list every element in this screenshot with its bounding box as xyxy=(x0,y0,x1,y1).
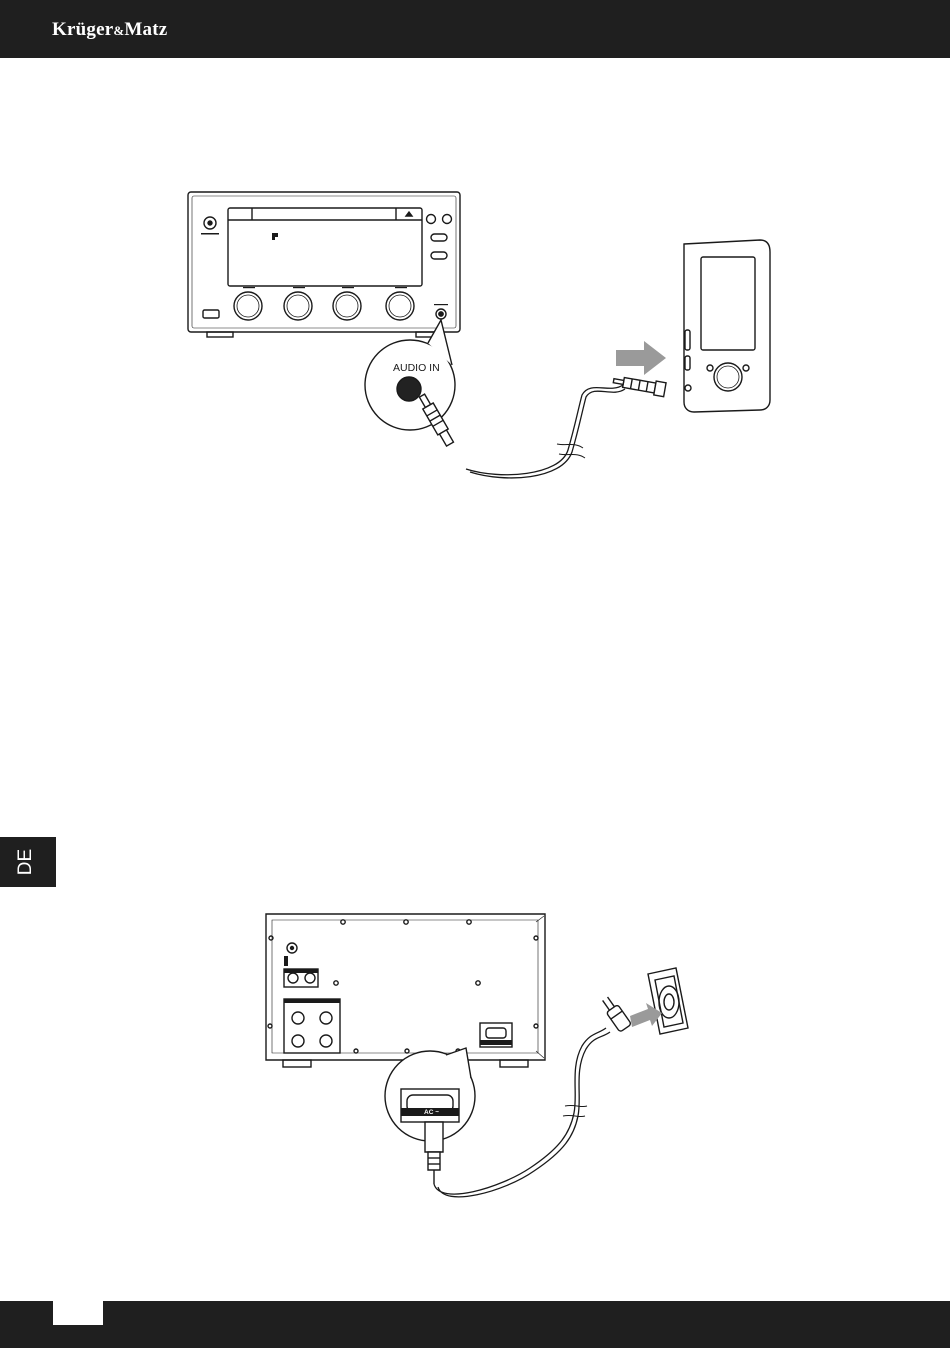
audio-in-callout-label: AUDIO IN xyxy=(393,362,440,374)
ac-socket-label: AC ~ xyxy=(424,1109,439,1116)
insert-arrow-icon xyxy=(616,341,666,375)
brand-tail: Matz xyxy=(124,19,167,40)
audio-in-figure: AUDIO IN xyxy=(0,180,950,490)
brand-logo: Krüger&Matz xyxy=(52,19,167,41)
language-tab: DE xyxy=(0,837,56,887)
footer-bar xyxy=(0,1301,950,1348)
language-label: DE xyxy=(15,844,37,880)
brand-amp: & xyxy=(113,23,124,38)
header-bar: Krüger&Matz xyxy=(0,0,950,58)
power-figure: AC ~ xyxy=(0,908,950,1208)
page-number-box xyxy=(53,1301,103,1325)
brand-main: Krüger xyxy=(52,19,113,40)
